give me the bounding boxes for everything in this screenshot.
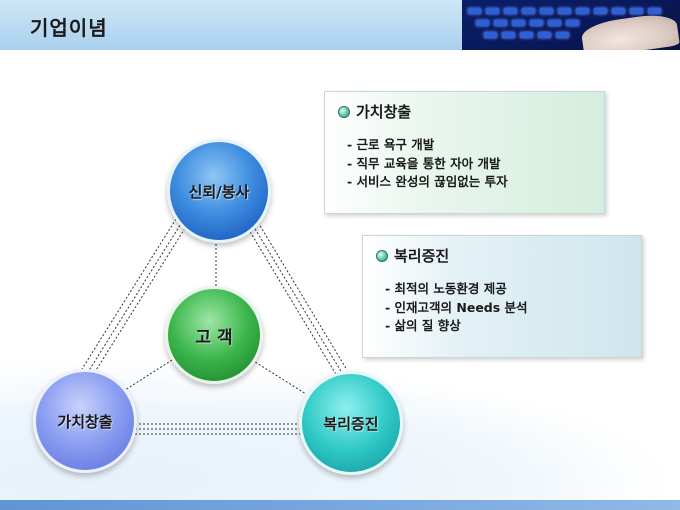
list-item: - 최적의 노동환경 제공: [385, 281, 507, 296]
list-item: - 직무 교육을 통한 자아 개발: [347, 155, 501, 171]
card-item-list: - 근로 욕구 개발 - 직무 교육을 통한 자아 개발 - 서비스 완성의 끊…: [347, 136, 508, 192]
node-welfare: 복리증진: [299, 371, 403, 475]
list-item: - 삶의 질 향상: [385, 318, 461, 333]
node-top-label: 신뢰/봉사: [188, 182, 250, 201]
node-trust-service: 신뢰/봉사: [167, 139, 271, 243]
connector-center-left: [121, 359, 173, 393]
card-item-list: - 최적의 노동환경 제공 - 인재고객의 Needs 분석 - 삶의 질 향상: [385, 280, 528, 336]
bullet-circle-icon: [376, 250, 388, 262]
node-center-label: 고 객: [195, 327, 233, 348]
connector-top-right-b: [245, 224, 338, 377]
card-value-creation: 가치창출 - 근로 욕구 개발 - 직무 교육을 통한 자아 개발 - 서비스 …: [324, 91, 605, 214]
connector-top-left-a: [87, 221, 183, 373]
node-customer: 고 객: [165, 286, 263, 384]
list-item: - 근로 욕구 개발: [347, 137, 435, 152]
connector-top-left-c: [81, 218, 177, 370]
card-title: 복리증진: [394, 247, 450, 265]
connector-top-left-b: [92, 224, 188, 376]
page-title: 기업이념: [30, 16, 108, 40]
card-welfare: 복리증진 - 최적의 노동환경 제공 - 인재고객의 Needs 분석 - 삶의…: [362, 235, 642, 358]
node-left-label: 가치창출: [57, 412, 113, 431]
list-item: - 서비스 완성의 끊임없는 투자: [347, 174, 508, 189]
node-value-creation: 가치창출: [33, 369, 137, 473]
card-title: 가치창출: [356, 103, 412, 121]
connector-top-right-c: [255, 218, 348, 371]
list-item: - 인재고객의 Needs 분석: [385, 299, 528, 315]
connector-top-right-a: [250, 221, 343, 374]
node-right-label: 복리증진: [323, 414, 379, 433]
keyboard-photo: [462, 0, 680, 50]
bullet-circle-icon: [338, 106, 350, 118]
footer-bar: [0, 500, 680, 510]
connector-center-right: [251, 359, 307, 395]
slide-header: 기업이념: [0, 0, 680, 50]
